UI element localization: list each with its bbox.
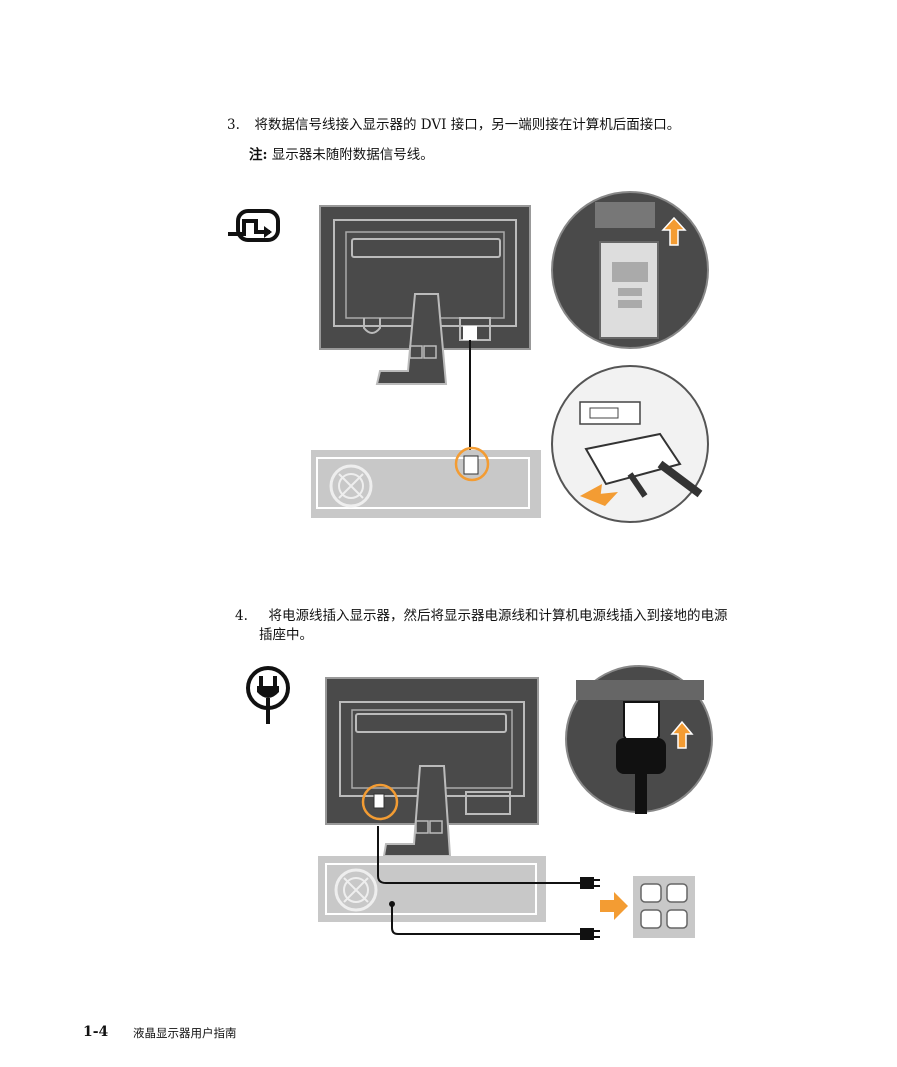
computer-box-power <box>318 826 628 940</box>
step3-note: 注: 显示器未随附数据信号线。 <box>249 145 434 165</box>
dvi-zoom-monitor <box>551 191 709 349</box>
step3-number: 3. <box>227 117 240 133</box>
step4-text-line2: 插座中。 <box>259 627 313 643</box>
up-arrow-icon <box>670 720 694 749</box>
dvi-input-icon <box>228 209 280 242</box>
document-title: 液晶显示器用户指南 <box>133 1026 237 1040</box>
note-label: 注: <box>249 147 268 163</box>
dvi-zoom-computer <box>551 365 709 523</box>
note-text: 显示器未随附数据信号线。 <box>271 147 434 163</box>
step3-text: 将数据信号线接入显示器的 DVI 接口，另一端则接在计算机后面接口。 <box>254 117 681 133</box>
monitor-back-power <box>325 677 539 857</box>
up-arrow-icon <box>661 216 687 246</box>
step4-number: 4. <box>235 608 248 624</box>
step4-instruction: 4. 将电源线插入显示器，然后将显示器电源线和计算机电源线插入到接地的电源 <box>235 606 727 626</box>
monitor-back-dvi <box>319 205 531 454</box>
page-number: 1-4 <box>83 1024 109 1040</box>
step4-text-line1: 将电源线插入显示器，然后将显示器电源线和计算机电源线插入到接地的电源 <box>268 608 728 624</box>
computer-box-dvi <box>311 446 541 518</box>
power-zoom-monitor <box>565 665 713 814</box>
right-arrow-icon <box>600 892 628 920</box>
wall-outlet <box>633 876 695 938</box>
power-plug-icon <box>246 666 290 724</box>
step3-instruction: 3. 将数据信号线接入显示器的 DVI 接口，另一端则接在计算机后面接口。 <box>227 115 680 135</box>
